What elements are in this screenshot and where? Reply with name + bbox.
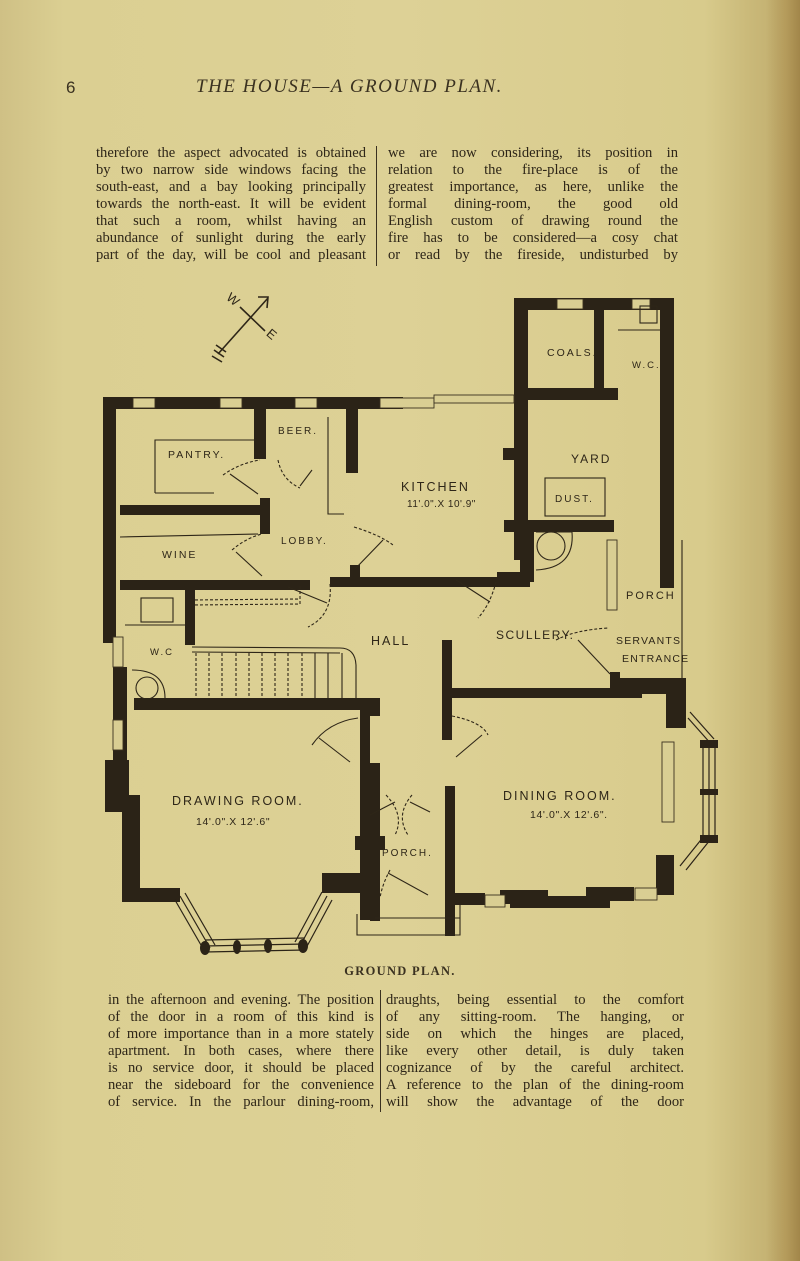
room-label-dining-room: DINING ROOM. — [503, 789, 617, 803]
column-divider — [380, 990, 381, 1112]
text-line: side on which the hinges are placed, — [386, 1026, 684, 1042]
room-label-coals: COALS. — [547, 347, 598, 359]
text-line: we are now considering, its position in — [388, 145, 678, 161]
text-line: of more importance than in a more statel… — [108, 1026, 374, 1042]
drawing-room-bay-window — [174, 891, 333, 953]
room-label-beer: BEER. — [278, 426, 318, 437]
room-label-yard: YARD — [571, 452, 611, 466]
text-line: therefore the aspect advocated is obtain… — [96, 145, 366, 161]
compass-icon — [211, 296, 269, 363]
text-line: A reference to the plan of the dining-ro… — [386, 1077, 684, 1093]
exterior-walls — [103, 298, 686, 936]
text-line: that such a room, whilst having an — [96, 213, 366, 229]
top-right-column: we are now considering, its position in … — [388, 145, 678, 264]
text-line: of service. In the parlour dining-room, — [108, 1094, 374, 1110]
room-label-wine: WINE — [162, 549, 197, 561]
text-line: towards the north-east. It will be evide… — [96, 196, 366, 212]
compass-east-label: E — [264, 326, 282, 344]
text-line: draughts, being essential to the comfort — [386, 992, 684, 1008]
room-label-dining-room-size: 14'.0".X 12'.6". — [530, 809, 608, 821]
bottom-left-column: in the afternoon and evening. The positi… — [108, 992, 374, 1111]
text-line: in the afternoon and evening. The positi… — [108, 992, 374, 1008]
text-line: formal dining-room, the good old — [388, 196, 678, 212]
room-label-porch-service: PORCH — [626, 590, 676, 602]
text-line: apartment. In both cases, where there — [108, 1043, 374, 1059]
top-left-column: therefore the aspect advocated is obtain… — [96, 145, 366, 264]
page-number: 6 — [66, 78, 76, 97]
figure-caption: GROUND PLAN. — [344, 964, 456, 978]
text-line: will show the advantage of the door — [386, 1094, 684, 1110]
room-label-pantry: PANTRY. — [168, 449, 225, 461]
room-label-wc-hall: W.C — [150, 647, 174, 658]
bay-mullions-dining — [700, 740, 718, 843]
text-line: like every other detail, is duly taken — [386, 1043, 684, 1059]
room-label-kitchen-size: 11'.0".X 10'.9" — [407, 499, 476, 510]
interior-lines — [119, 305, 683, 936]
text-line: fire has to be considered—a cosy chat — [388, 230, 678, 246]
text-line: cognizance of by the careful architect. — [386, 1060, 684, 1076]
text-line: south-east, and a bay looking principall… — [96, 179, 366, 195]
text-line: of the door in a room of this kind is — [108, 1009, 374, 1025]
room-label-scullery: SCULLERY. — [496, 628, 574, 642]
room-label-entrance: ENTRANCE — [622, 653, 689, 665]
text-line: by two narrow side windows facing the — [96, 162, 366, 178]
text-line: greatest importance, as here, unlike the — [388, 179, 678, 195]
text-line: English custom of drawing round the — [388, 213, 678, 229]
room-label-kitchen: KITCHEN — [401, 480, 470, 494]
text-line: abundance of sunlight during the early — [96, 230, 366, 246]
bay-mullions — [200, 873, 367, 955]
running-head: THE HOUSE—A GROUND PLAN. — [196, 76, 503, 97]
book-gutter-shadow — [766, 0, 800, 1261]
room-label-servants: SERVANTS — [616, 635, 681, 647]
room-label-drawing-room-size: 14'.0".X 12'.6" — [196, 816, 270, 828]
door-swings — [222, 459, 611, 899]
text-line: is no service door, it should be placed — [108, 1060, 374, 1076]
text-line: of any sitting-room. The hanging, or — [386, 1009, 684, 1025]
column-divider — [376, 146, 377, 266]
page-header: 6 THE HOUSE—A GROUND PLAN. — [66, 76, 626, 108]
text-line: or read by the fireside, undisturbed by — [388, 247, 678, 263]
room-label-wc-yard: W.C. — [632, 360, 661, 371]
text-line: part of the day, will be cool and pleasa… — [96, 247, 366, 263]
text-line: relation to the fire-place is of the — [388, 162, 678, 178]
room-label-dust: DUST. — [555, 494, 594, 505]
room-label-drawing-room: DRAWING ROOM. — [172, 794, 304, 808]
windows — [112, 298, 675, 908]
room-label-porch-front: PORCH. — [382, 848, 433, 859]
room-label-lobby: LOBBY. — [281, 536, 328, 547]
bottom-right-column: draughts, being essential to the comfort… — [386, 992, 684, 1111]
text-line: near the sideboard for the convenience — [108, 1077, 374, 1093]
room-label-hall: HALL — [371, 634, 410, 648]
